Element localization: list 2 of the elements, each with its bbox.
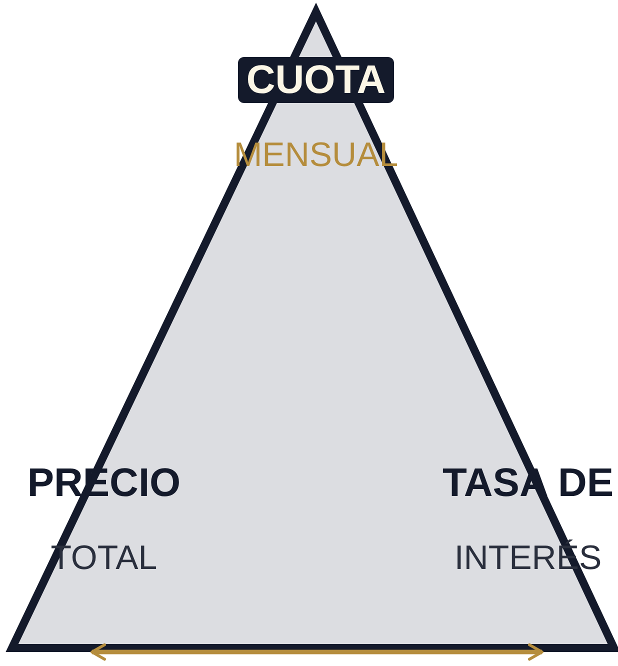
double-arrow <box>90 643 544 661</box>
heading-text: CUOTA <box>238 57 394 103</box>
